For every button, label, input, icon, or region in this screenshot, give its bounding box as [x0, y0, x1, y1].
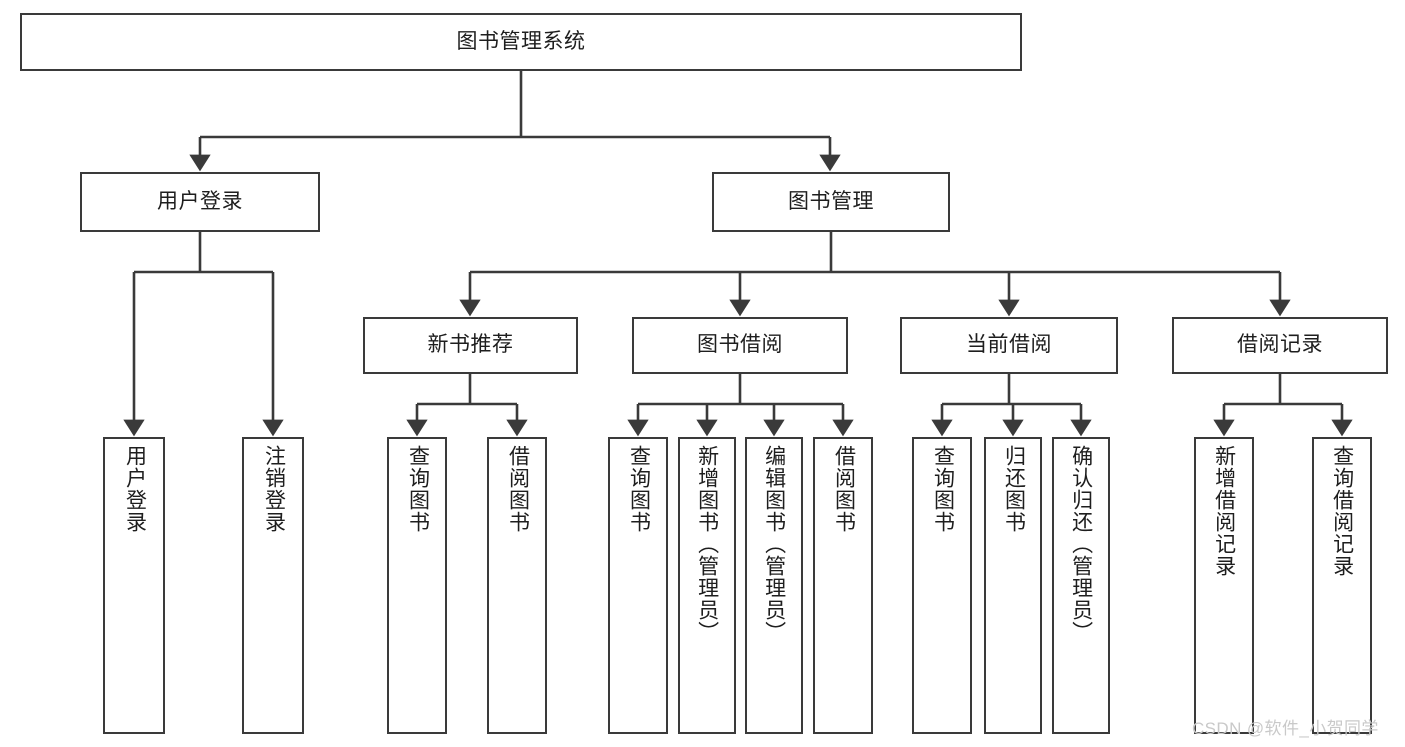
node-label: 借阅图书 — [506, 445, 530, 533]
leaf-return-book[interactable]: 归还图书 — [984, 437, 1042, 734]
node-user-login[interactable]: 用户登录 — [80, 172, 320, 232]
node-book-management[interactable]: 图书管理 — [712, 172, 950, 232]
node-label: 归还图书 — [1002, 445, 1026, 533]
node-label: 用户登录 — [157, 189, 243, 213]
leaf-query-borrow-record[interactable]: 查询借阅记录 — [1312, 437, 1372, 734]
node-label: 借阅图书 — [832, 445, 856, 533]
node-book-borrow[interactable]: 图书借阅 — [632, 317, 848, 374]
csdn-watermark: CSDN @软件_小贺同学 — [1192, 719, 1379, 738]
node-label: 新增图书（管理员） — [695, 445, 719, 643]
node-label: 图书借阅 — [697, 333, 783, 357]
node-label: 图书管理系统 — [456, 29, 586, 53]
node-label: 图书管理 — [788, 189, 874, 213]
node-new-book-recommend[interactable]: 新书推荐 — [363, 317, 578, 374]
node-label: 确认归还（管理员） — [1069, 445, 1093, 643]
leaf-logout[interactable]: 注销登录 — [242, 437, 304, 734]
leaf-confirm-return-admin[interactable]: 确认归还（管理员） — [1052, 437, 1110, 734]
node-label: 查询图书 — [931, 445, 955, 533]
leaf-user-login[interactable]: 用户登录 — [103, 437, 165, 734]
node-label: 新增借阅记录 — [1212, 445, 1236, 577]
leaf-borrow-book-recommend[interactable]: 借阅图书 — [487, 437, 547, 734]
leaf-add-borrow-record[interactable]: 新增借阅记录 — [1194, 437, 1254, 734]
node-label: 用户登录 — [123, 445, 147, 533]
leaf-add-book-admin[interactable]: 新增图书（管理员） — [678, 437, 736, 734]
node-label: 查询图书 — [627, 445, 651, 533]
node-label: 当前借阅 — [966, 333, 1052, 357]
node-root-system[interactable]: 图书管理系统 — [20, 13, 1022, 71]
leaf-query-book-borrow[interactable]: 查询图书 — [608, 437, 668, 734]
node-label: 编辑图书（管理员） — [762, 445, 786, 643]
leaf-borrow-book[interactable]: 借阅图书 — [813, 437, 873, 734]
node-borrow-record[interactable]: 借阅记录 — [1172, 317, 1388, 374]
leaf-query-book-recommend[interactable]: 查询图书 — [387, 437, 447, 734]
leaf-edit-book-admin[interactable]: 编辑图书（管理员） — [745, 437, 803, 734]
node-label: 查询图书 — [406, 445, 430, 533]
node-label: 查询借阅记录 — [1330, 445, 1354, 577]
node-label: 借阅记录 — [1237, 333, 1323, 357]
node-label: 新书推荐 — [427, 333, 514, 357]
leaf-query-book-current[interactable]: 查询图书 — [912, 437, 972, 734]
node-label: 注销登录 — [262, 445, 286, 533]
node-current-borrow[interactable]: 当前借阅 — [900, 317, 1118, 374]
